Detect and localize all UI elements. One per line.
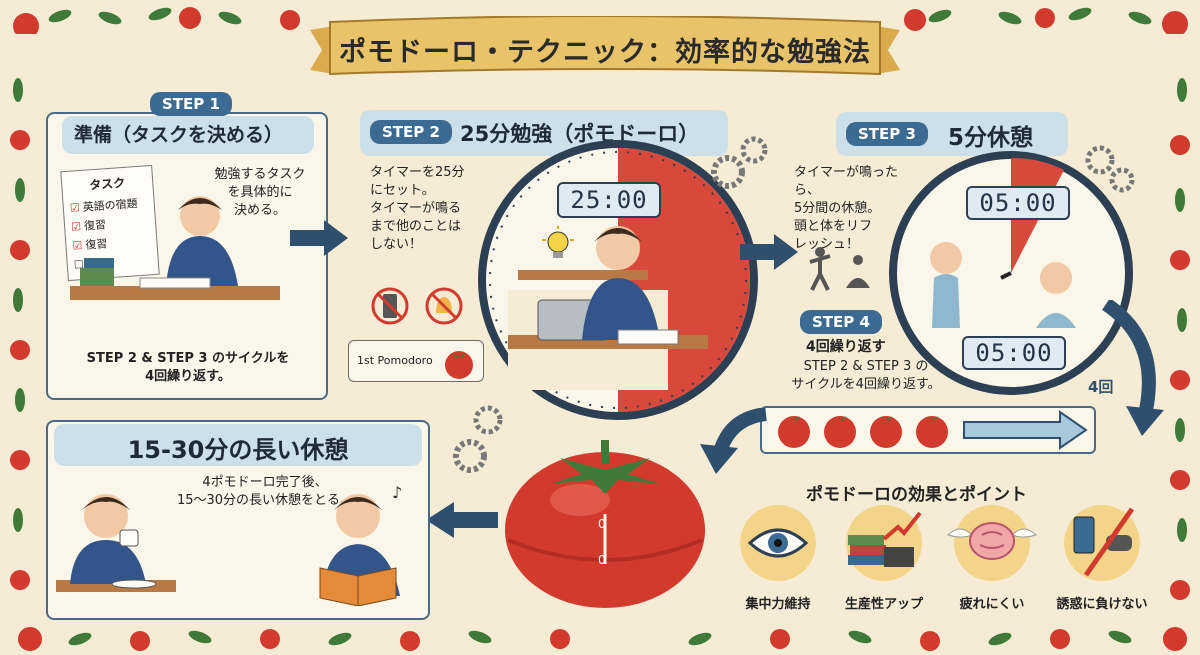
ribbon-shape (310, 16, 900, 76)
effect-label: 集中力維持 (745, 597, 811, 612)
step3-pill: STEP 3 (846, 122, 928, 146)
effect-item-less-fatigue: 疲れにくい (942, 505, 1042, 612)
tomato-vine-border-right (1170, 78, 1190, 600)
step1-pill: STEP 1 (150, 92, 232, 116)
pomodoro-label-text: 1st Pomodoro (357, 354, 433, 367)
long-break-description: 4ポモドーロ完了後、 15〜30分の長い休憩をとる。 (176, 475, 354, 508)
stretch-meditate-icon (809, 247, 870, 291)
step4-title: 4回繰り返す (806, 339, 886, 355)
flow-arrow-down-left-icon (700, 408, 768, 474)
step4-description: STEP 2 & STEP 3 の サイクルを4回繰り返す。 (791, 359, 941, 392)
step1-title: 準備（タスクを決める） (62, 116, 314, 154)
task-list-header: タスク (88, 175, 126, 193)
svg-text:♪: ♪ (392, 483, 402, 502)
winged-brain-icon (947, 522, 1037, 560)
svg-text:0: 0 (598, 517, 606, 531)
svg-text:0: 0 (598, 553, 606, 567)
timer-display-5-top: 05:00 (966, 186, 1070, 220)
long-break-title: 15-30分の長い休憩 (127, 436, 349, 464)
page-title: ポモドーロ・テクニック：効率的な勉強法 (339, 37, 871, 68)
no-phone-icon (1073, 507, 1135, 577)
step4-pill: STEP 4 (800, 310, 882, 334)
effect-item-productivity: 生産性アップ (834, 505, 934, 612)
timer-display-25: 25:00 (557, 182, 661, 218)
four-tomatoes-progress (778, 410, 1088, 450)
effect-item-focus: 集中力維持 (728, 505, 828, 612)
student-reading-illustration: ♪ (319, 483, 402, 606)
step3-title: 5分休憩 (948, 125, 1034, 151)
student-writing-illustration (70, 196, 280, 300)
cycle-arrow-curved-icon (1101, 300, 1164, 436)
step3-description: タイマーが鳴ったら、 5分間の休憩。 頭と体をリフ レッシュ！ (794, 165, 899, 252)
flow-arrow-left-icon (426, 502, 498, 538)
step2-description: タイマーを25分 にセット。 タイマーが鳴る まで他のことは しない！ (370, 165, 465, 252)
no-bell-icon (425, 287, 463, 325)
student-drinking-tea-illustration (56, 494, 176, 592)
tomato-vine-border-bottom (18, 627, 1187, 651)
no-smartphone-icon (371, 287, 409, 325)
tomato-vine-border-left (10, 78, 30, 590)
step1-description: 勉強するタスク を具体的に 決める。 (214, 167, 306, 218)
eye-icon (747, 528, 809, 558)
long-break-title-bar (54, 424, 422, 466)
gears-icon (1085, 145, 1135, 193)
effect-label: 生産性アップ (844, 597, 923, 612)
gears-icon (453, 405, 503, 473)
flow-arrow-right-icon (740, 234, 798, 270)
tomato-kitchen-timer: 0 0 (505, 440, 705, 608)
tomato-icon (445, 351, 473, 379)
effect-label: 誘惑に負けない (1056, 597, 1148, 612)
gears-icon (711, 136, 768, 189)
timer-display-5-bottom: 05:00 (962, 336, 1066, 370)
effect-item-resist-temptation: 誘惑に負けない (1052, 505, 1152, 612)
step1-footer: STEP 2 & STEP 3 のサイクルを 4回繰り返す。 (86, 351, 290, 384)
title-banner: ポモドーロ・テクニック：効率的な勉強法 (310, 16, 900, 80)
step2-pill: STEP 2 (370, 120, 452, 144)
lightbulb-idea-icon (542, 226, 574, 258)
tomato-vine-border-top (13, 7, 1188, 34)
books-laptop-icon (848, 511, 922, 567)
step2-title: 25分勉強（ポモドーロ） (460, 122, 700, 146)
effects-title: ポモドーロの効果とポイント (806, 485, 1027, 505)
effect-label: 疲れにくい (959, 597, 1025, 612)
timer-clock-25min (478, 140, 758, 420)
flow-arrow-right-icon (290, 220, 348, 256)
step4-count: 4回 (1088, 378, 1114, 396)
